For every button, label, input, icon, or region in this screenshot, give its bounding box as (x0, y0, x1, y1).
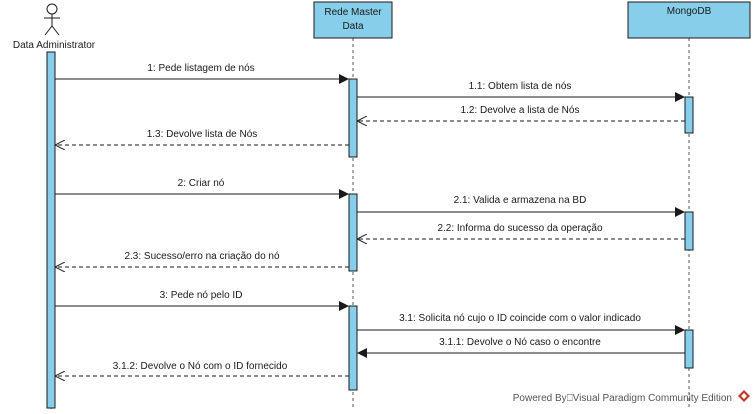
actor-label: Data Administrator (13, 40, 96, 51)
message-1-1[interactable]: 1.1: Obtem lista de nós (357, 81, 685, 102)
message-label: 3.1.2: Devolve o Nó com o ID fornecido (113, 361, 288, 372)
message-1-3[interactable]: 1.3: Devolve lista de Nós (56, 129, 349, 145)
message-3[interactable]: 3: Pede nó pelo ID (55, 290, 349, 311)
message-label: 1.3: Devolve lista de Nós (147, 129, 258, 140)
message-label: 1: Pede listagem de nós (147, 63, 254, 74)
participant-label-line-1: Rede Master (324, 7, 382, 18)
participant-mongodb[interactable]: MongoDB (627, 1, 751, 39)
message-3-1[interactable]: 3.1: Solicita nó cujo o ID coincide com … (357, 313, 685, 335)
message-1[interactable]: 1: Pede listagem de nós (55, 63, 349, 84)
message-label: 2.1: Valida e armazena na BD (454, 195, 587, 206)
watermark: Powered By⎕Visual Paradigm Community Edi… (513, 390, 750, 404)
message-label: 3.1.1: Devolve o Nó caso o encontre (439, 337, 601, 348)
activation-mongodb-2 (684, 211, 694, 251)
visual-paradigm-logo-icon (738, 390, 750, 402)
participant-rede-master-data[interactable]: Rede Master Data (313, 1, 393, 39)
stick-figure-icon (44, 3, 60, 36)
message-label: 2.3: Sucesso/erro na criação do nó (124, 251, 280, 262)
actor-data-administrator[interactable]: Data Administrator (13, 3, 96, 51)
message-2-1[interactable]: 2.1: Valida e armazena na BD (357, 195, 685, 217)
activation-rede-master-data-3 (348, 305, 358, 391)
message-label: 2: Criar nó (178, 178, 225, 189)
activation-mongodb-3 (684, 329, 694, 369)
message-label: 2.2: Informa do sucesso da operação (437, 223, 603, 234)
message-1-2[interactable]: 1.2: Devolve a lista de Nós (358, 105, 685, 121)
message-2-2[interactable]: 2.2: Informa do sucesso da operação (358, 223, 685, 239)
activation-rede-master-data-2 (348, 193, 358, 272)
message-label: 3: Pede nó pelo ID (160, 290, 243, 301)
activation-data-administrator (46, 51, 56, 409)
activation-rede-master-data-1 (348, 78, 358, 158)
activation-mongodb-1 (684, 96, 694, 134)
participant-label: MongoDB (667, 6, 712, 17)
watermark-text: Powered By⎕Visual Paradigm Community Edi… (513, 393, 732, 404)
message-3-1-1[interactable]: 3.1.1: Devolve o Nó caso o encontre (357, 337, 685, 358)
message-3-1-2[interactable]: 3.1.2: Devolve o Nó com o ID fornecido (56, 361, 349, 376)
message-2-3[interactable]: 2.3: Sucesso/erro na criação do nó (56, 251, 349, 267)
message-label: 3.1: Solicita nó cujo o ID coincide com … (399, 313, 641, 324)
message-2[interactable]: 2: Criar nó (55, 178, 349, 199)
message-label: 1.1: Obtem lista de nós (469, 81, 572, 92)
message-label: 1.2: Devolve a lista de Nós (461, 105, 580, 116)
participant-label-line-2: Data (342, 21, 364, 32)
